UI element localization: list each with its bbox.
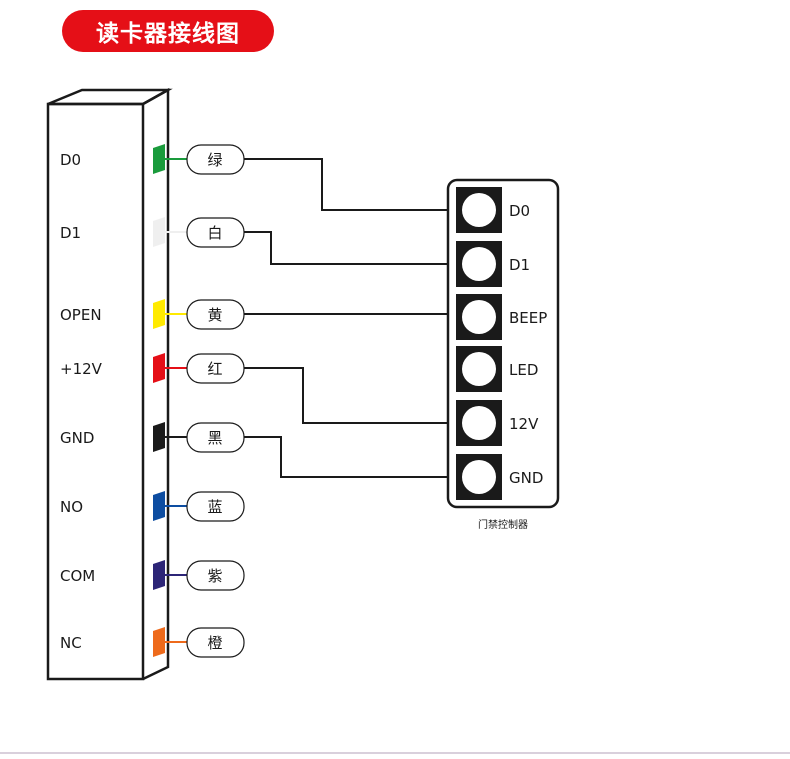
wire-color-label: 橙: [207, 634, 222, 652]
wire-color-label: 白: [207, 224, 222, 242]
wire-color-block: [153, 560, 165, 590]
reader-pin: NO 蓝: [60, 491, 245, 522]
terminal-label: D1: [509, 256, 530, 274]
wire-color-pill: [186, 560, 245, 591]
wire-color-block: [153, 217, 165, 247]
pin-label: NC: [60, 634, 82, 652]
reader-pin: NC 橙: [60, 627, 245, 658]
controller-terminal: LED: [456, 346, 538, 392]
terminal-label: D0: [509, 202, 530, 220]
controller-terminal: BEEP: [456, 294, 547, 340]
terminal-screw: [462, 352, 496, 386]
pin-label: NO: [60, 498, 83, 516]
controller-terminal: D0: [456, 187, 530, 233]
terminal-screw: [462, 406, 496, 440]
terminal-label: BEEP: [509, 309, 547, 327]
reader-pin: D1 白: [60, 217, 245, 248]
wire-color-block: [153, 299, 165, 329]
wire-color-label: 紫: [207, 567, 222, 585]
wire-color-label: 红: [207, 360, 222, 378]
reader-box-side: [142, 87, 170, 681]
wire-color-label: 蓝: [207, 498, 222, 516]
controller-terminal: GND: [456, 454, 543, 500]
pin-label: COM: [60, 567, 95, 585]
pin-label: D0: [60, 151, 81, 169]
wire-color-block: [153, 353, 165, 383]
wire-color-block: [153, 144, 165, 174]
bottom-divider: [0, 752, 790, 754]
terminal-label: LED: [509, 361, 538, 379]
wire-color-pill: [186, 353, 245, 384]
title-badge: 读卡器接线图: [62, 10, 274, 52]
reader-pin: D0 绿: [60, 144, 245, 175]
terminal-screw: [462, 247, 496, 281]
reader-pins: D0 绿 D1 白 OPEN 黄 +12V 红 GND 黑 NO 蓝 COM 紫 NC 橙: [60, 144, 245, 658]
reader-pin: +12V 红: [60, 353, 245, 384]
connection-wire: [244, 436, 456, 478]
wire-color-block: [153, 422, 165, 452]
terminal-screw: [462, 193, 496, 227]
reader-pin: COM 紫: [60, 560, 245, 591]
connection-wire: [244, 367, 456, 424]
wire-color-pill: [186, 422, 245, 453]
connection-wire: [244, 231, 456, 265]
reader-box-front: [46, 102, 145, 681]
pin-label: OPEN: [60, 306, 102, 324]
reader-box-top: [47, 88, 173, 106]
wire-color-pill: [186, 144, 245, 175]
terminal-screw: [462, 300, 496, 334]
wire-color-label: 黑: [207, 429, 222, 447]
connection-wire: [244, 158, 456, 211]
wires: [244, 158, 456, 478]
controller-caption: 门禁控制器: [478, 518, 528, 531]
terminal-label: GND: [509, 469, 543, 487]
controller-terminal: D1: [456, 241, 530, 287]
wire-color-pill: [186, 627, 245, 658]
terminal-label: 12V: [509, 415, 539, 433]
wire-color-pill: [186, 217, 245, 248]
controller-terminal: 12V: [456, 400, 539, 446]
reader-pin: GND 黑: [60, 422, 245, 453]
page-title: 读卡器接线图: [96, 21, 240, 47]
reader-box: [46, 87, 173, 681]
wire-color-label: 绿: [207, 151, 222, 169]
wire-color-pill: [186, 491, 245, 522]
reader-pin: OPEN 黄: [60, 299, 245, 330]
pin-label: +12V: [60, 360, 103, 378]
wire-color-block: [153, 491, 165, 521]
wire-color-block: [153, 627, 165, 657]
terminal-screw: [462, 460, 496, 494]
pin-label: D1: [60, 224, 81, 242]
pin-label: GND: [60, 429, 94, 447]
wire-color-pill: [186, 299, 245, 330]
wire-color-label: 黄: [207, 306, 222, 324]
